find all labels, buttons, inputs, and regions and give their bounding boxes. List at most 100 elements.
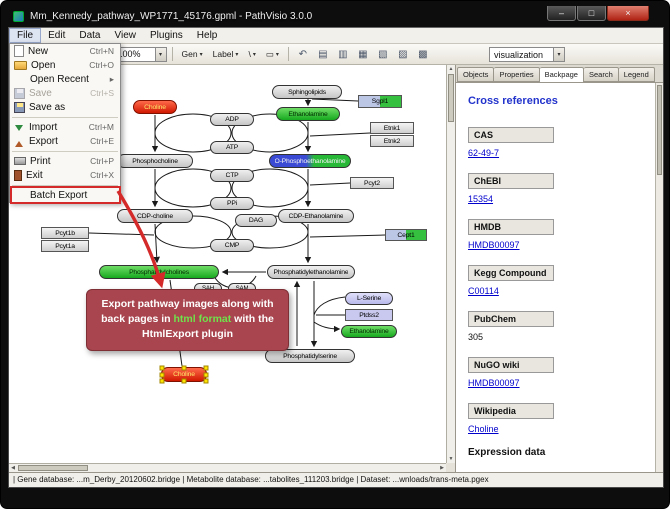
align-center-button[interactable]: ▥ — [334, 46, 352, 63]
node-etnk1[interactable]: Etnk1 — [370, 122, 414, 134]
tab-legend[interactable]: Legend — [618, 67, 655, 82]
menu-help[interactable]: Help — [196, 30, 218, 41]
node-o-phosphoethanolamine[interactable]: O-Phosphoethanolamine — [269, 154, 351, 168]
vertical-scroll-thumb[interactable] — [448, 74, 454, 122]
tab-objects[interactable]: Objects — [457, 67, 495, 82]
node-cdp-choline[interactable]: CDP-choline — [117, 209, 193, 223]
file-menu-item-save-as[interactable]: Save as — [10, 100, 120, 114]
file-menu-item-batch-export[interactable]: Batch Export — [10, 186, 121, 204]
scroll-right-icon[interactable]: ▶ — [440, 465, 444, 471]
node-atp[interactable]: ATP — [210, 141, 254, 154]
node-etnk2[interactable]: Etnk2 — [370, 135, 414, 147]
menu-edit[interactable]: Edit — [48, 30, 66, 41]
scroll-left-icon[interactable]: ◀ — [11, 465, 15, 471]
xref-link[interactable]: 62-49-7 — [468, 148, 500, 158]
node-sgpl1[interactable]: Sgpl1 — [358, 95, 402, 108]
panel-scroll-thumb[interactable] — [657, 85, 662, 175]
horizontal-scrollbar[interactable]: ◀ ▶ — [9, 463, 446, 472]
node-phosphatidylserine[interactable]: Phosphatidylserine — [265, 349, 355, 363]
undo-button[interactable]: ↶ — [294, 46, 312, 63]
selection-handle[interactable] — [159, 365, 165, 371]
file-menu-item-shortcut: Ctrl+X — [90, 170, 114, 180]
selection-handle[interactable] — [181, 365, 187, 371]
node-cept1[interactable]: Cept1 — [385, 229, 427, 241]
menu-plugins[interactable]: Plugins — [149, 30, 183, 41]
scroll-down-icon[interactable]: ▼ — [448, 456, 454, 462]
open-folder-icon — [14, 60, 27, 70]
distribute-button[interactable]: ▧ — [374, 46, 392, 63]
xref-link[interactable]: HMDB00097 — [468, 378, 520, 388]
group-button[interactable]: ▩ — [414, 46, 432, 63]
node-ctp[interactable]: CTP — [210, 169, 254, 182]
node-label: ADP — [225, 116, 239, 123]
node-phosphatidylcholines[interactable]: Phosphatidylcholines — [99, 265, 219, 279]
file-menu-item-open-recent[interactable]: Open Recent▸ — [10, 72, 120, 86]
node-choline[interactable]: Choline — [159, 365, 209, 384]
status-bar: | Gene database: ...m_Derby_20120602.bri… — [9, 472, 663, 487]
node-pcyt1b[interactable]: Pcyt1b — [41, 227, 89, 239]
selection-handle[interactable] — [181, 378, 187, 384]
title-bar[interactable]: Mm_Kennedy_pathway_WP1771_45176.gpml - P… — [9, 6, 663, 27]
node-pcyt1a[interactable]: Pcyt1a — [41, 240, 89, 252]
menu-view[interactable]: View — [114, 30, 136, 41]
chevron-down-icon[interactable]: ▾ — [553, 48, 564, 61]
node-sphingolipids[interactable]: Sphingolipids — [272, 85, 342, 99]
node-pcyt2[interactable]: Pcyt2 — [350, 177, 394, 189]
tab-search[interactable]: Search — [583, 67, 619, 82]
align-bottom-button[interactable]: ▦ — [354, 46, 372, 63]
scroll-up-icon[interactable]: ▲ — [448, 66, 454, 72]
vertical-scrollbar[interactable]: ▲ ▼ — [446, 65, 455, 463]
node-cmp[interactable]: CMP — [210, 239, 254, 252]
node-ethanolamine[interactable]: Ethanolamine — [341, 325, 397, 338]
node-l-serine[interactable]: L-Serine — [345, 292, 393, 305]
xref-link[interactable]: C00114 — [468, 286, 499, 296]
close-button[interactable]: × — [607, 6, 649, 21]
tab-properties[interactable]: Properties — [494, 67, 540, 82]
datanode-tool[interactable]: Gen▾ — [178, 46, 207, 63]
selection-handle[interactable] — [203, 372, 209, 377]
node-phosphatidylethanolamine[interactable]: Phosphatidylethanolamine — [267, 265, 355, 279]
pathvisio-app-icon — [13, 11, 24, 22]
zoom-combobox[interactable]: 100% ▾ — [112, 46, 167, 62]
stack-button[interactable]: ▨ — [394, 46, 412, 63]
node-ppi[interactable]: PPi — [210, 197, 254, 210]
node-phosphocholine[interactable]: Phosphocholine — [117, 154, 193, 168]
node-adp[interactable]: ADP — [210, 113, 254, 126]
line-tool[interactable]: \▾ — [244, 46, 259, 63]
selection-handle[interactable] — [159, 378, 165, 384]
selection-handle[interactable] — [203, 365, 209, 371]
node-cdp-ethanolamine[interactable]: CDP-Ethanolamine — [278, 209, 354, 223]
selection-handle[interactable] — [203, 378, 209, 384]
xref-link[interactable]: 15354 — [468, 194, 494, 204]
node-label: Phosphatidylcholines — [129, 268, 189, 276]
file-menu-item-label: Open Recent — [30, 73, 89, 85]
tab-backpage[interactable]: Backpage — [539, 67, 584, 83]
menu-data[interactable]: Data — [79, 30, 101, 41]
label-tool[interactable]: Label▾ — [209, 46, 243, 63]
horizontal-scroll-thumb[interactable] — [18, 465, 88, 471]
selection-handle[interactable] — [159, 372, 165, 377]
minimize-button[interactable]: – — [547, 6, 576, 21]
chevron-down-icon[interactable]: ▾ — [154, 47, 166, 61]
align-left-button[interactable]: ▤ — [314, 46, 332, 63]
node-choline[interactable]: Choline — [133, 100, 177, 114]
save-as-icon — [14, 101, 25, 113]
node-dag[interactable]: DAG — [235, 214, 277, 227]
xref-link[interactable]: HMDB00097 — [468, 240, 520, 250]
node-ethanolamine[interactable]: Ethanolamine — [276, 107, 340, 121]
shape-tool[interactable]: ▭▾ — [262, 46, 283, 63]
node-ptdss2[interactable]: Ptdss2 — [345, 309, 393, 321]
xref-link[interactable]: Choline — [468, 424, 499, 434]
menu-file[interactable]: File — [9, 28, 42, 43]
panel-scrollbar[interactable] — [655, 83, 663, 472]
visualization-combobox[interactable]: visualization ▾ — [489, 47, 565, 62]
maximize-button[interactable]: □ — [577, 6, 606, 21]
